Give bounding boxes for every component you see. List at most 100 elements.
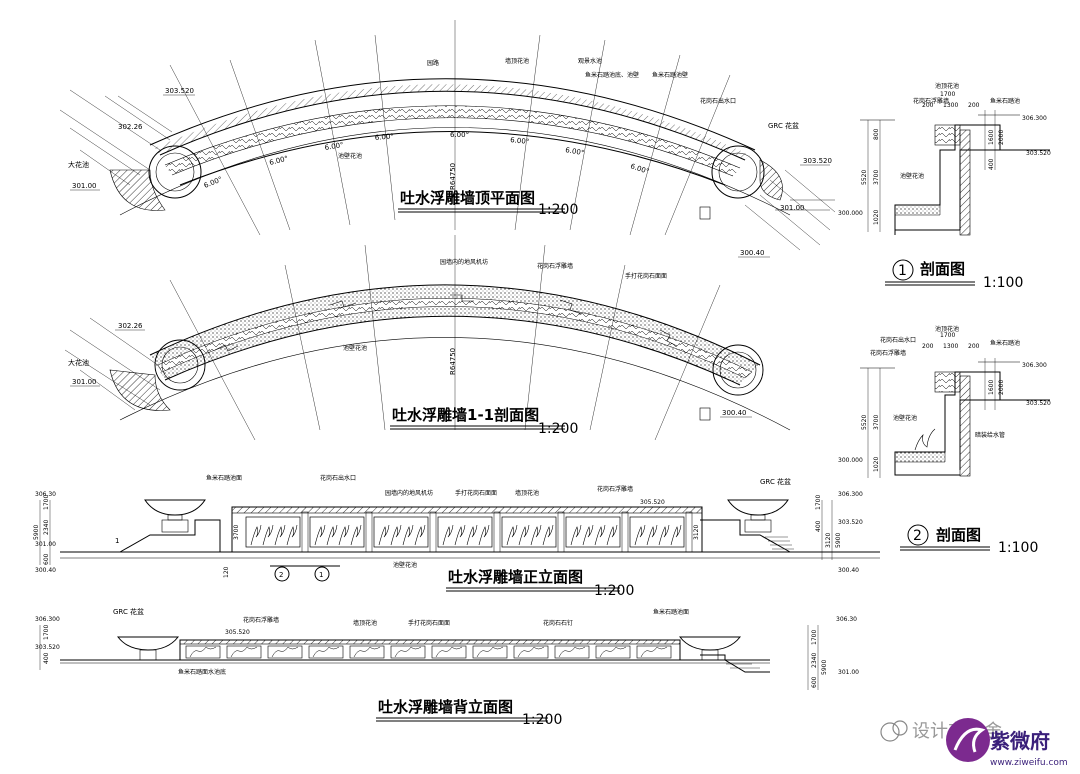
callout-label: 花岗石浮雕墙 bbox=[597, 485, 633, 493]
dim-label: 1700 bbox=[940, 91, 955, 98]
relief-panel bbox=[554, 645, 590, 659]
callout-label: 墙顶花池 bbox=[515, 489, 539, 497]
elev-label: 300.40 bbox=[722, 409, 747, 417]
callout-label: 花岗石出水口 bbox=[700, 97, 736, 105]
section-mark: 1 bbox=[115, 537, 119, 545]
callout-label: GRC 花盆 bbox=[760, 477, 791, 486]
callout-label: 暗装给水管 bbox=[975, 431, 1005, 439]
dim-label: 2000 bbox=[998, 130, 1005, 145]
dim-label: 1020 bbox=[873, 210, 880, 225]
view-scale: 1:200 bbox=[538, 421, 578, 437]
back-elevation-view: 306.300 303.520 1700 400 306.30 301.00 1… bbox=[35, 607, 859, 728]
dim-label: 3700 bbox=[233, 525, 240, 540]
dim-label: 5900 bbox=[835, 533, 842, 548]
view-scale: 1:200 bbox=[538, 202, 578, 218]
dim-label: 5900 bbox=[33, 525, 40, 540]
note-label: 池壁花池 bbox=[338, 152, 362, 160]
note-label: GRC 花盆 bbox=[768, 121, 799, 130]
dim-label: 200 bbox=[968, 343, 980, 350]
callout-label: 鱼米石踏池壁 bbox=[652, 71, 688, 79]
elev-label: 300.40 bbox=[35, 567, 56, 574]
callout-label: 花岗石石钉 bbox=[543, 619, 573, 627]
dim-label: 200 bbox=[922, 343, 934, 350]
plan-top-view: 6.00° 6.00° 6.00° 6.00° 6.00° 6.00° 6.00… bbox=[59, 20, 836, 258]
dim-label: 6.00° bbox=[324, 141, 344, 152]
relief-panel bbox=[308, 645, 344, 659]
dim-label: 600 bbox=[811, 676, 818, 688]
callout-label: 手打花岗石面面 bbox=[408, 619, 450, 627]
elev-label: 303.520 bbox=[1026, 400, 1051, 407]
callout-label: 手打花岗石面面 bbox=[455, 489, 497, 497]
dim-label: 1700 bbox=[940, 332, 955, 339]
view-title: 剖面图 bbox=[920, 260, 965, 278]
elev-label: 301.00 bbox=[72, 182, 97, 190]
dim-label: 6.00° bbox=[374, 132, 394, 142]
dim-label: 400 bbox=[43, 652, 50, 664]
dim-label: 6.00° bbox=[565, 146, 585, 157]
callout-label: 池顶花池 bbox=[935, 82, 959, 90]
dim-label: 1700 bbox=[43, 625, 50, 640]
section-2-view: 1700 200 1300 200 5520 3700 1020 1600 20… bbox=[838, 325, 1051, 556]
dim-label: 200 bbox=[922, 102, 934, 109]
plan-section-view: 302.26 301.00 300.40 大花池 池壁花池 R64750 园墙内… bbox=[64, 235, 791, 441]
elev-label: 300.000 bbox=[838, 210, 863, 217]
callout-label: 鱼米石踏池面 bbox=[653, 608, 689, 616]
elev-label: 301.00 bbox=[72, 378, 97, 386]
section-mark: 1 bbox=[319, 571, 323, 579]
dim-label: 1700 bbox=[815, 495, 822, 510]
dim-label: 1700 bbox=[43, 495, 50, 510]
callout-label: 池顶花池 bbox=[935, 325, 959, 333]
relief-panel bbox=[636, 645, 672, 659]
callout-label: 花岗石浮雕墙 bbox=[913, 97, 949, 105]
dim-label: 120 bbox=[223, 566, 230, 578]
radius-label: R64750 bbox=[449, 348, 457, 375]
dim-label: 3120 bbox=[825, 533, 832, 548]
view-title: 吐水浮雕墙正立面图 bbox=[448, 568, 583, 586]
dim-label: 1600 bbox=[988, 130, 995, 145]
dim-label: 1600 bbox=[988, 380, 995, 395]
radius-label: R64750 bbox=[449, 163, 457, 190]
dim-label: 5520 bbox=[861, 170, 868, 185]
relief-panel bbox=[373, 511, 437, 553]
dim-label: 1300 bbox=[943, 343, 958, 350]
relief-panel bbox=[595, 645, 631, 659]
view-scale: 1:100 bbox=[998, 540, 1038, 556]
front-elevation-view: 2 1 1 306.30 301.00 300.40 1700 2340 590… bbox=[33, 474, 880, 599]
elev-label: 301.00 bbox=[838, 669, 859, 676]
callout-label: 手打花岗石面面 bbox=[625, 272, 667, 280]
view-title: 吐水浮雕墙1-1剖面图 bbox=[392, 406, 539, 424]
elev-label: 300.40 bbox=[838, 567, 859, 574]
elev-label: 306.300 bbox=[35, 616, 60, 623]
elev-label: 302.26 bbox=[118, 123, 143, 131]
relief-panel bbox=[390, 645, 426, 659]
relief-panel bbox=[501, 511, 565, 553]
elev-label: 306.300 bbox=[838, 491, 863, 498]
dim-label: 6.00° bbox=[629, 162, 650, 176]
dim-label: 5900 bbox=[821, 660, 828, 675]
view-scale: 1:200 bbox=[522, 712, 562, 728]
dim-label: 400 bbox=[815, 520, 822, 532]
elev-label: 303.520 bbox=[165, 87, 194, 95]
callout-label: 花岗石浮雕墙 bbox=[537, 262, 573, 270]
dim-label: 6.00° bbox=[203, 175, 224, 190]
callout-label: 鱼米石踏池 bbox=[990, 339, 1020, 347]
callout-label: 花岗石出水口 bbox=[320, 474, 356, 482]
elev-label: 300.40 bbox=[740, 249, 765, 257]
dim-label: 5520 bbox=[861, 415, 868, 430]
callout-label: GRC 花盆 bbox=[113, 607, 144, 616]
view-title: 吐水浮雕墙背立面图 bbox=[378, 698, 513, 716]
elev-label: 303.520 bbox=[803, 157, 832, 165]
view-title: 剖面图 bbox=[936, 526, 981, 544]
view-scale: 1:100 bbox=[983, 275, 1023, 291]
elev-label: 305.520 bbox=[225, 629, 250, 636]
elev-label: 306.300 bbox=[1022, 115, 1047, 122]
dim-label: 2340 bbox=[811, 653, 818, 668]
relief-panel bbox=[349, 645, 385, 659]
dim-label: 1300 bbox=[943, 102, 958, 109]
callout-label: 花岗石出水口 bbox=[880, 336, 916, 344]
elev-label: 303.520 bbox=[35, 644, 60, 651]
relief-panel bbox=[267, 645, 303, 659]
relief-panel bbox=[431, 645, 467, 659]
dim-label: 3120 bbox=[693, 525, 700, 540]
